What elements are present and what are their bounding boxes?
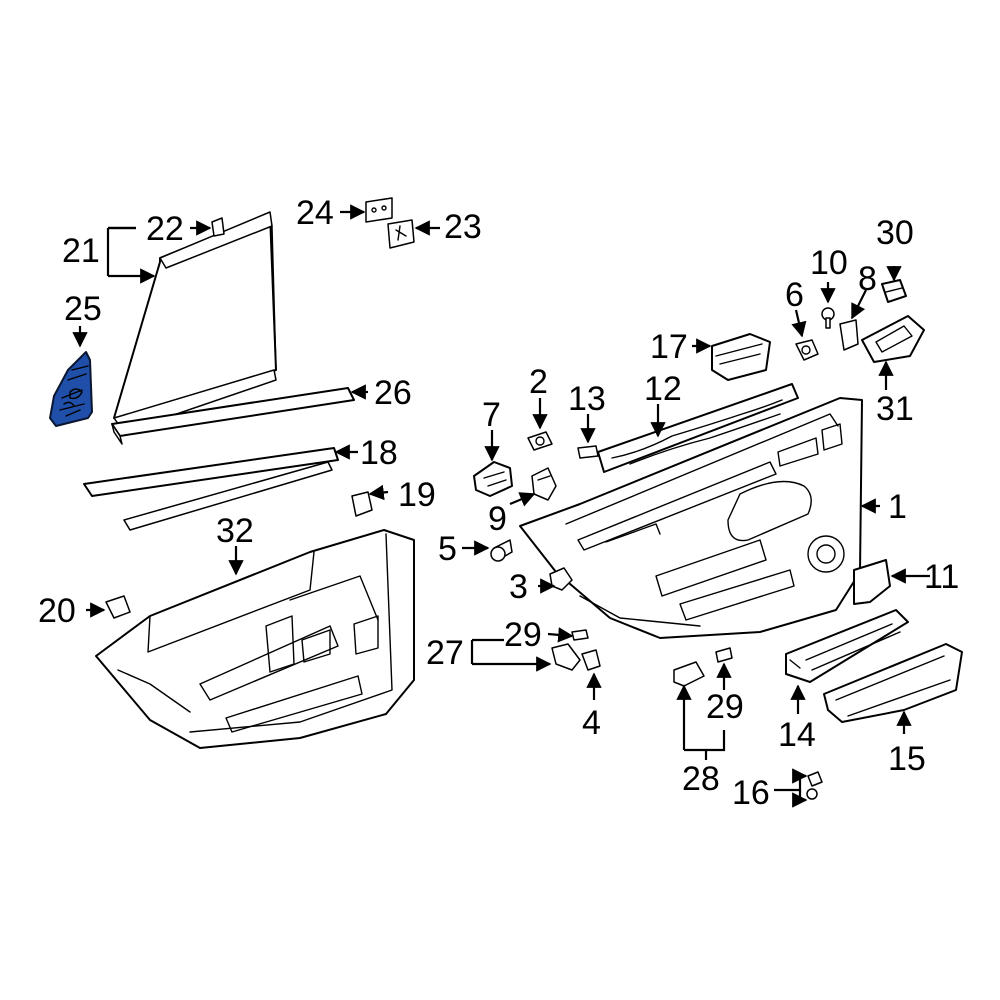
part-11-speaker-cover[interactable] [853, 559, 891, 605]
leader-lines [72, 204, 930, 808]
part-13-cap[interactable] [577, 445, 599, 459]
callout-15: 15 [888, 740, 926, 778]
callout-23: 23 [444, 208, 482, 246]
callout-18: 18 [360, 434, 398, 472]
callout-17: 17 [650, 328, 688, 366]
callout-4: 4 [582, 704, 601, 742]
callout-24: 24 [296, 194, 334, 232]
callout-14: 14 [778, 716, 816, 754]
part-5-screw[interactable] [490, 539, 513, 562]
part-6-clip[interactable] [795, 339, 819, 361]
part-14-armrest-bracket[interactable] [785, 609, 909, 683]
part-24-plate[interactable] [365, 197, 393, 223]
part-7-bracket[interactable] [473, 461, 513, 497]
part-9-latch[interactable] [531, 467, 557, 501]
callout-11: 11 [924, 558, 959, 596]
part-8-clip[interactable] [839, 319, 859, 351]
part-28-bracket[interactable] [673, 661, 705, 687]
part-26-belt-molding[interactable] [111, 387, 355, 445]
callout-30: 30 [876, 214, 914, 252]
callout-29-upper: 29 [504, 616, 542, 654]
part-23-bracket[interactable] [387, 219, 415, 249]
callout-32: 32 [216, 512, 254, 550]
callout-16: 16 [732, 774, 770, 812]
callout-5: 5 [438, 530, 457, 568]
part-12-trim-insert[interactable] [597, 383, 799, 473]
callout-28: 28 [682, 760, 720, 798]
callout-1: 1 [888, 488, 907, 526]
callout-25: 25 [64, 290, 102, 328]
callout-labels: 1 2 3 4 5 6 7 8 9 10 11 12 13 14 15 16 1… [38, 194, 959, 812]
callout-9: 9 [488, 500, 507, 538]
part-2-knob[interactable] [527, 431, 553, 451]
part-29-clip-lower[interactable] [715, 647, 733, 663]
part-25-shape[interactable] [49, 351, 93, 427]
callout-27: 27 [426, 634, 464, 672]
callout-6: 6 [785, 276, 804, 314]
callout-29-lower: 29 [706, 688, 744, 726]
part-27-handle-insert[interactable] [551, 643, 581, 671]
part-1-door-trim-panel[interactable] [519, 397, 863, 639]
callout-19: 19 [398, 476, 436, 514]
part-25-highlighted[interactable] [49, 351, 93, 427]
callout-21: 21 [62, 232, 100, 270]
callout-10: 10 [810, 244, 848, 282]
part-30-switch[interactable] [881, 279, 907, 303]
part-22-clip[interactable] [211, 217, 225, 237]
part-19-clip[interactable] [351, 491, 373, 517]
callout-7: 7 [482, 396, 501, 434]
part-21-window-glass[interactable] [113, 211, 277, 433]
part-17-pocket[interactable] [711, 333, 771, 381]
part-4-clip[interactable] [581, 649, 601, 671]
part-31-switch-bezel[interactable] [861, 315, 925, 363]
part-15-armrest[interactable] [823, 643, 963, 723]
part-16-clips[interactable] [806, 771, 823, 800]
part-29-clip-upper[interactable] [571, 629, 589, 641]
callout-31: 31 [876, 390, 914, 428]
callout-8: 8 [858, 260, 877, 298]
callout-3: 3 [509, 568, 528, 606]
callout-20: 20 [38, 592, 76, 630]
part-18-weatherstrip[interactable] [83, 447, 339, 531]
callout-22: 22 [146, 210, 184, 248]
callout-2: 2 [529, 363, 548, 401]
callout-26: 26 [374, 374, 412, 412]
part-20-clip[interactable] [105, 595, 131, 619]
callout-13: 13 [568, 380, 606, 418]
part-32-door-trim-panel[interactable] [95, 529, 415, 749]
part-10-screw[interactable] [821, 307, 835, 329]
callout-12: 12 [644, 370, 682, 408]
